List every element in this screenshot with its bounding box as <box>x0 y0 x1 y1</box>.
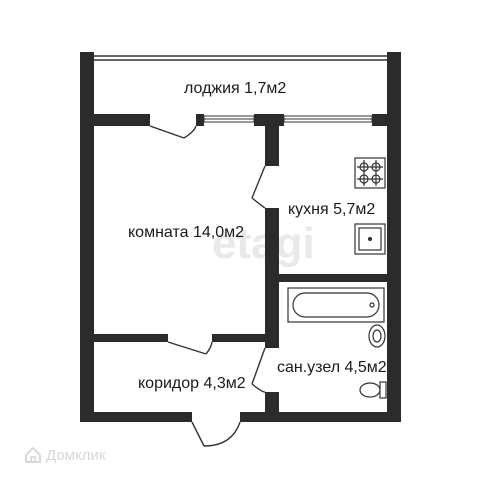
stove-icon <box>354 157 386 189</box>
loggia-label: лоджия 1,7м2 <box>184 80 286 97</box>
brand-logo: Домклик <box>24 446 105 464</box>
brand-name: Домклик <box>46 446 106 464</box>
corridor-label: коридор 4,3м2 <box>138 375 246 392</box>
kitchen-label: кухня 5,7м2 <box>288 201 375 218</box>
toilet-icon <box>359 381 387 399</box>
windows <box>203 115 373 123</box>
bathtub-icon <box>287 287 385 323</box>
bathroom-label: сан.узел 4,5м2 <box>277 359 387 376</box>
kitchen-sink-icon <box>354 223 386 255</box>
loggia-railing <box>94 55 387 61</box>
room-label: комната 14,0м2 <box>128 224 244 241</box>
walls <box>80 52 401 422</box>
doors <box>149 125 266 447</box>
washbasin-icon <box>368 324 386 348</box>
house-logo-icon <box>25 446 41 463</box>
watermark: etagi <box>212 219 315 268</box>
